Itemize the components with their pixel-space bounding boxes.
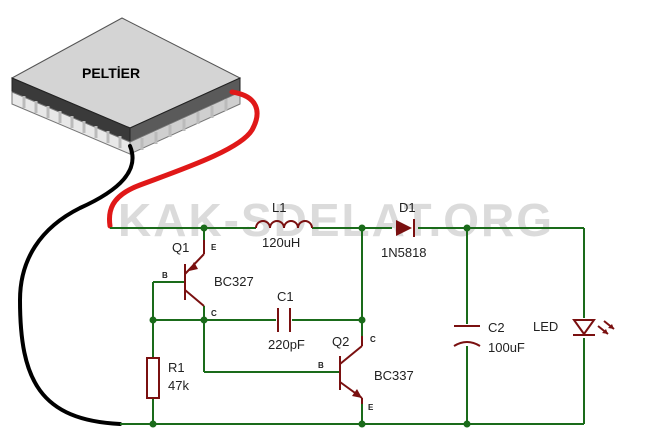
d1-ref: D1 [399, 200, 416, 215]
l1-value: 120uH [262, 235, 300, 250]
q2-ref: Q2 [332, 334, 349, 349]
circuit-wires [110, 227, 585, 425]
l1-ref: L1 [272, 200, 286, 215]
q2-pin-c: C [370, 335, 376, 344]
transistor-q2: Q2 BC337 B C E [318, 334, 414, 412]
r1-ref: R1 [168, 360, 185, 375]
c2-value: 100uF [488, 340, 525, 355]
q1-ref: Q1 [172, 240, 189, 255]
watermark-text: KAK-SDELAT.ORG [118, 194, 554, 246]
peltier-label: PELTİER [82, 65, 140, 81]
q2-pin-e: E [368, 403, 374, 412]
q1-pin-c: C [211, 309, 217, 318]
c2-ref: C2 [488, 320, 505, 335]
q1-pin-e: E [211, 243, 217, 252]
junction-dots [149, 224, 471, 428]
c1-value: 220pF [268, 337, 305, 352]
q1-pin-b: B [162, 271, 168, 280]
capacitor-c1: C1 220pF [268, 289, 305, 352]
q2-value: BC337 [374, 368, 414, 383]
q1-value: BC327 [214, 274, 254, 289]
resistor-r1: R1 47k [146, 357, 189, 399]
negative-lead-wire [17, 144, 135, 426]
c1-ref: C1 [277, 289, 294, 304]
inductor-l1: L1 120uH [255, 200, 313, 250]
r1-value: 47k [168, 378, 189, 393]
peltier-module: PELTİER [10, 17, 242, 155]
transistor-q1: Q1 BC327 B E C [162, 240, 254, 318]
led: LED [533, 319, 615, 336]
diode-d1: D1 1N5818 [381, 200, 427, 260]
q2-pin-b: B [318, 361, 324, 370]
capacitor-c2: C2 100uF [453, 320, 525, 355]
led-ref: LED [533, 319, 558, 334]
d1-value: 1N5818 [381, 245, 427, 260]
positive-lead-wire [106, 89, 260, 229]
